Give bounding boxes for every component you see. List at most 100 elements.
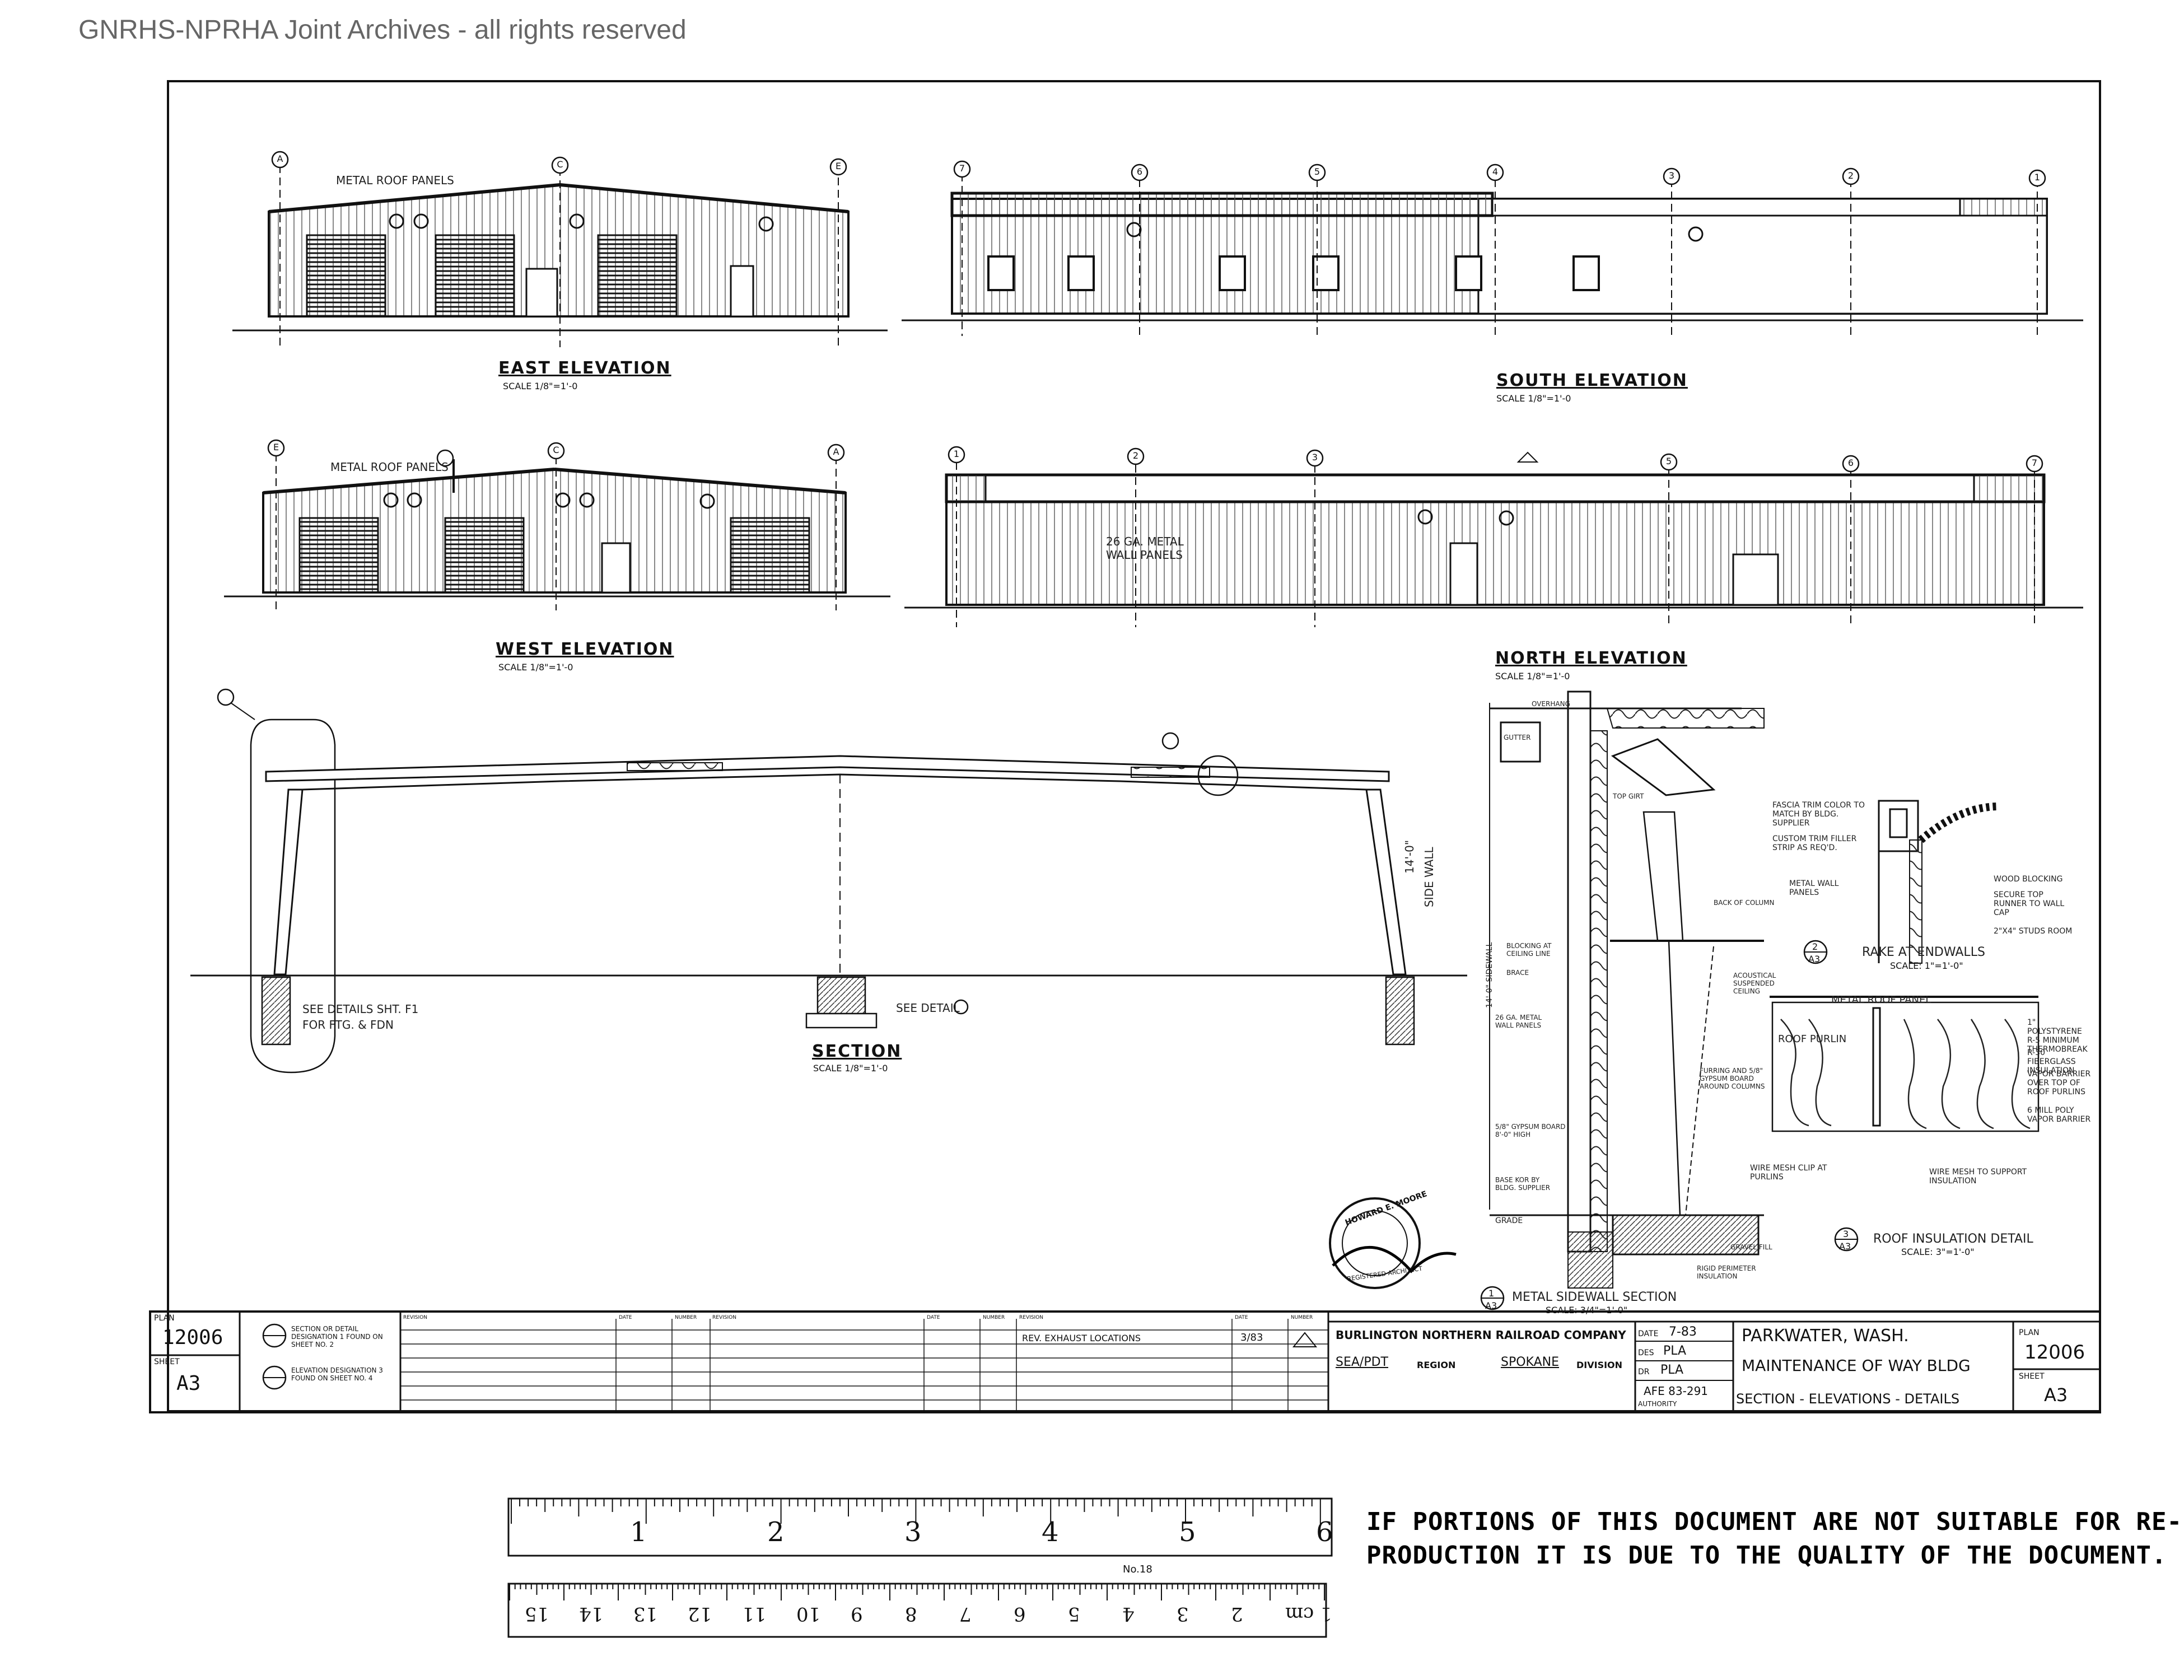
revision-header: DATE	[619, 1315, 632, 1320]
revision-header: DATE	[927, 1315, 940, 1320]
sidewall-detail-scale: SCALE: 3/4"=1'-0"	[1546, 1305, 1628, 1315]
note-studs: 2"x4" STUDS ROOM	[1994, 927, 2073, 936]
south-grid-bubble: 7	[959, 163, 965, 174]
note-brace: BRACE	[1506, 969, 1529, 977]
revision-header: REVISION	[403, 1315, 427, 1320]
rake-endwall-drawing	[1803, 800, 2000, 964]
east-elevation-scale: SCALE 1/8"=1'-0	[503, 381, 578, 391]
section-height: 14'-0"	[1403, 839, 1416, 874]
revision-header: REVISION	[712, 1315, 736, 1320]
east-grid-bubble: C	[557, 159, 563, 170]
north-elevation-title: NORTH ELEVATION	[1495, 648, 1687, 668]
quality-notice-line1: IF PORTIONS OF THIS DOCUMENT ARE NOT SUI…	[1366, 1508, 2182, 1536]
des-label: DES	[1638, 1348, 1654, 1357]
dr-value: PLA	[1660, 1363, 1684, 1377]
south-elevation-title: SOUTH ELEVATION	[1496, 371, 1688, 390]
roof-detail-num: 3	[1843, 1229, 1849, 1239]
region-label: REGION	[1417, 1360, 1456, 1370]
revision-header: DATE	[1235, 1315, 1248, 1320]
note-rigid: RIGID PERIMETER INSULATION	[1697, 1264, 1756, 1280]
section-sidewall: SIDE WALL	[1422, 847, 1436, 907]
north-elevation-scale: SCALE 1/8"=1'-0	[1495, 671, 1570, 682]
rake-detail-title: RAKE AT ENDWALLS	[1862, 945, 1985, 959]
rake-detail-sheet: A3	[1808, 954, 1821, 964]
roof-detail-scale: SCALE: 3"=1'-0"	[1901, 1247, 1975, 1257]
right-plan-number: 12006	[2024, 1341, 2085, 1364]
ruler-inch-label: 5	[1179, 1516, 1196, 1548]
note-wire-mesh: WIRE MESH TO SUPPORT INSULATION	[1929, 1168, 2027, 1186]
note-acoustical: ACOUSTICAL SUSPENDED CEILING	[1733, 972, 1776, 995]
architect-stamp	[1329, 1197, 1457, 1289]
ruler-cm-label: 1 cm	[1285, 1603, 1332, 1625]
right-sheet-number: A3	[2044, 1384, 2068, 1406]
ruler-brand: No.18	[1123, 1564, 1152, 1575]
note-furring: FURRING AND 5/8" GYPSUM BOARD AROUND COL…	[1700, 1067, 1765, 1090]
region-value: SEA/PDT	[1336, 1355, 1388, 1369]
west-grid-bubble: E	[273, 442, 279, 452]
east-grid-bubble: A	[277, 153, 283, 164]
note-gypsum: 5/8" GYPSUM BOARD 8'-0" HIGH	[1495, 1123, 1566, 1138]
south-grid-bubble: 5	[1314, 166, 1320, 177]
note-secure-top: SECURE TOP RUNNER TO WALL CAP	[1994, 890, 2065, 917]
note-fiberglass: R-30 FIBERGLASS INSULATION	[2027, 1048, 2076, 1075]
ruler-cm-label: 7	[959, 1603, 972, 1625]
des-value: PLA	[1663, 1344, 1687, 1358]
south-elevation-drawing	[902, 160, 2083, 336]
west-grid-bubble: A	[833, 446, 839, 457]
ruler-inch-label: 4	[1042, 1516, 1059, 1548]
roof-detail-sheet: A3	[1839, 1241, 1851, 1252]
note-wood-blocking: WOOD BLOCKING	[1994, 875, 2063, 884]
note-top-girt: TOP GIRT	[1613, 792, 1644, 800]
east-grid-bubble: E	[835, 161, 842, 171]
ruler-cm-label: 3	[1177, 1603, 1189, 1625]
section-scale: SCALE 1/8"=1'-0	[813, 1063, 888, 1074]
north-wall-label: 26 GA. METAL WALL PANELS	[1106, 535, 1184, 562]
section-note-3: SEE DETAIL	[896, 1001, 960, 1015]
west-elevation-scale: SCALE 1/8"=1'-0	[498, 662, 573, 673]
note-back-column: BACK OF COLUMN	[1714, 899, 1775, 907]
ruler-cm-label: 11	[742, 1603, 767, 1625]
left-sheet-label: SHEET	[154, 1357, 180, 1366]
rake-detail-scale: SCALE: 1"=1'-0"	[1890, 960, 1963, 971]
west-roof-label: METAL ROOF PANELS	[330, 460, 449, 474]
note-custom-trim: CUSTOM TRIM FILLER STRIP AS REQ'D.	[1772, 834, 1857, 852]
right-sheet-label: SHEET	[2019, 1372, 2045, 1381]
rake-detail-num: 2	[1812, 941, 1818, 952]
ruler-cm-label: 13	[633, 1603, 658, 1625]
revision-header: REVISION	[1019, 1315, 1043, 1320]
note-blocking: BLOCKING AT CEILING LINE	[1506, 942, 1552, 958]
note-grade: GRADE	[1495, 1216, 1523, 1225]
note-polystyrene: 1" POLYSTYRENE R-5 MINIMUM THERMOBREAK	[2027, 1018, 2088, 1054]
north-grid-bubble: 7	[2031, 458, 2038, 468]
section-title: SECTION	[812, 1042, 902, 1061]
archive-watermark: GNRHS-NPRHA Joint Archives - all rights …	[78, 15, 687, 45]
title-block	[149, 1310, 2101, 1413]
project-location: PARKWATER, WASH.	[1742, 1326, 1909, 1346]
quality-notice-line2: PRODUCTION IT IS DUE TO THE QUALITY OF T…	[1366, 1541, 2167, 1570]
note-gravel: GRAVEL FILL	[1730, 1243, 1772, 1251]
note-vapor-barrier: VAPOR BARRIER OVER TOP OF ROOF PURLINS	[2027, 1070, 2091, 1096]
division-value: SPOKANE	[1501, 1355, 1559, 1369]
revision-date: 3/83	[1240, 1332, 1263, 1343]
south-grid-bubble: 6	[1136, 166, 1143, 177]
sidewall-detail-num: 1	[1488, 1288, 1495, 1299]
west-elevation-title: WEST ELEVATION	[496, 640, 674, 659]
left-plan-label: PLAN	[154, 1314, 175, 1323]
ruler-cm-label: 5	[1068, 1603, 1080, 1625]
roof-detail-title: ROOF INSULATION DETAIL	[1873, 1232, 2033, 1246]
authority-label: AUTHORITY	[1638, 1400, 1677, 1408]
ruler-inch-label: 2	[767, 1516, 785, 1548]
north-grid-bubble: 6	[1847, 458, 1854, 468]
ruler-cm-label: 14	[579, 1603, 604, 1625]
east-elevation-drawing	[232, 151, 888, 347]
note-sidewall-height: 14'-0" SIDEWALL	[1485, 942, 1494, 1008]
left-plan-number: 12006	[162, 1326, 223, 1349]
division-label: DIVISION	[1576, 1360, 1623, 1370]
right-plan-label: PLAN	[2019, 1328, 2040, 1337]
note-fascia: FASCIA TRIM COLOR TO MATCH BY BLDG. SUPP…	[1772, 801, 1865, 828]
section-note-1: SEE DETAILS SHT. F1	[302, 1002, 419, 1016]
east-roof-label: METAL ROOF PANELS	[336, 174, 454, 187]
left-sheet-number: A3	[176, 1372, 201, 1395]
ruler-cm-label: 8	[905, 1603, 917, 1625]
note-metal-roof-panel: METAL ROOF PANEL	[1831, 994, 1931, 1006]
